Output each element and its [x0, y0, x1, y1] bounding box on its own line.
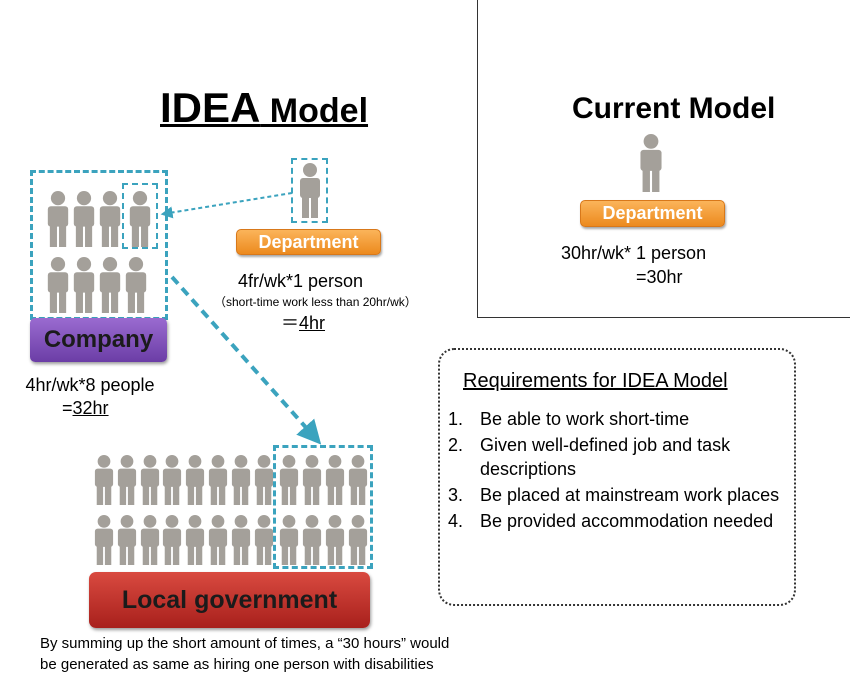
government-person-icon — [279, 455, 299, 505]
requirement-item: 4.Be provided accommodation needed — [448, 511, 774, 531]
requirement-item: 3.Be placed at mainstream work places — [448, 485, 780, 505]
government-person-icon — [140, 515, 160, 565]
government-person-icon — [208, 455, 228, 505]
local-government-badge: Local government — [89, 572, 370, 628]
department-badge: Department — [236, 229, 381, 255]
government-person-icon — [185, 455, 205, 505]
company-person-icon — [125, 257, 147, 313]
government-person-icon — [185, 515, 205, 565]
current-person-icon — [640, 134, 662, 192]
government-person-icon — [325, 455, 345, 505]
government-person-icon — [208, 515, 228, 565]
government-person-icon — [162, 515, 182, 565]
company-person-icon — [47, 191, 69, 247]
government-person-icon — [231, 515, 251, 565]
current-model-divider-vertical — [477, 0, 478, 318]
government-person-icon — [325, 515, 345, 565]
government-person-icon — [117, 515, 137, 565]
government-person-icon — [94, 515, 114, 565]
government-person-icon — [254, 455, 274, 505]
company-person-icon — [99, 191, 121, 247]
requirements-box — [438, 348, 796, 606]
requirement-item: 2.Given well-defined job and task descri… — [448, 435, 731, 479]
government-person-icon — [279, 515, 299, 565]
department-person-box — [291, 158, 328, 223]
government-person-icon — [117, 455, 137, 505]
government-person-icon — [94, 455, 114, 505]
company-person-icon — [73, 257, 95, 313]
company-person-icon — [47, 257, 69, 313]
department-hours-text: 4fr/wk*1 person — [238, 271, 364, 291]
company-hours-text: 4hr/wk*8 people — [25, 375, 155, 395]
government-person-icon — [162, 455, 182, 505]
footer-note: By summing up the short amount of times,… — [40, 635, 450, 673]
current-hours-text: 30hr/wk* 1 person — [561, 243, 707, 263]
government-person-icon — [348, 515, 368, 565]
department-hours-note: （short-time work less than 20hr/wk） — [214, 295, 417, 309]
company-badge: Company — [30, 318, 167, 362]
company-person-icon — [99, 257, 121, 313]
government-person-icon — [302, 515, 322, 565]
government-person-icon — [302, 455, 322, 505]
government-person-icon — [231, 455, 251, 505]
current-department-badge: Department — [580, 200, 725, 227]
current-total: =30hr — [636, 267, 683, 287]
current-model-title: Current Model — [572, 92, 776, 125]
government-person-icon — [140, 455, 160, 505]
current-model-divider-horizontal — [477, 317, 850, 318]
department-total: ＝4hr — [281, 313, 326, 333]
company-person-icon — [129, 191, 151, 247]
government-person-icon — [254, 515, 274, 565]
company-person-icon — [73, 191, 95, 247]
requirements-title: Requirements for IDEA Model — [463, 370, 728, 392]
government-group-box — [273, 445, 373, 569]
idea-model-title: IDEA Model — [160, 84, 369, 131]
department-person-icon — [300, 163, 320, 218]
company-total: =32hr — [62, 398, 109, 418]
government-person-icon — [348, 455, 368, 505]
requirement-item: 1.Be able to work short-time — [448, 409, 690, 429]
requirements-list: 1.Be able to work short-time 2.Given wel… — [448, 407, 793, 535]
company-highlight-box — [122, 183, 158, 249]
